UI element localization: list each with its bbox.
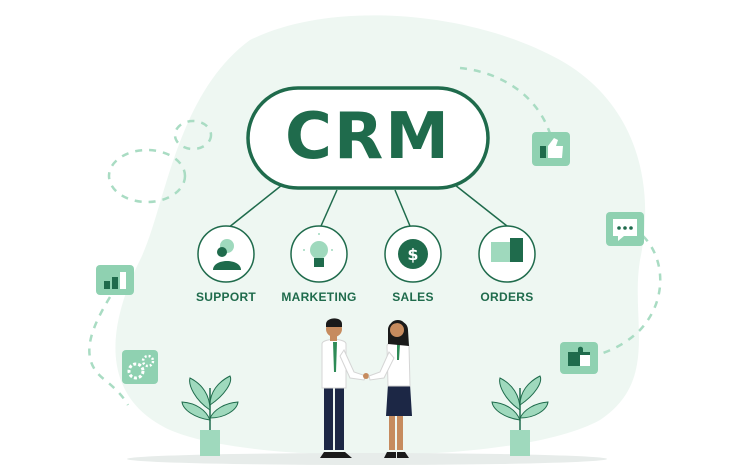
category-circle-support (197, 225, 255, 283)
marketing-label: MARKETING (281, 290, 357, 304)
crm-title: CRM (285, 100, 451, 174)
businesswoman (368, 320, 412, 458)
support-person-icon (213, 239, 241, 270)
connector-lines (227, 184, 508, 229)
dashed-decorations (88, 66, 662, 406)
svg-text:$: $ (407, 245, 418, 264)
businessman (320, 318, 369, 458)
lightbulb-icon (303, 233, 335, 267)
thumbs-up-icon (532, 132, 570, 166)
crm-title-pill (246, 86, 490, 190)
puzzle-icon (560, 342, 598, 374)
plant-right (491, 375, 549, 456)
bar-chart-icon (96, 265, 134, 295)
plant-left (181, 375, 239, 456)
box-package-icon (491, 238, 523, 262)
dollar-coin-icon: $ (398, 239, 428, 269)
support-label: SUPPORT (195, 290, 257, 304)
orders-label: ORDERS (480, 290, 534, 304)
category-circle-sales: $ (384, 225, 442, 283)
category-circle-orders (478, 225, 536, 283)
ground-shadow (127, 453, 607, 465)
chat-bubble-icon (606, 212, 644, 246)
category-circle-marketing (290, 225, 348, 283)
gears-icon (122, 350, 158, 384)
sales-label: SALES (392, 290, 434, 304)
